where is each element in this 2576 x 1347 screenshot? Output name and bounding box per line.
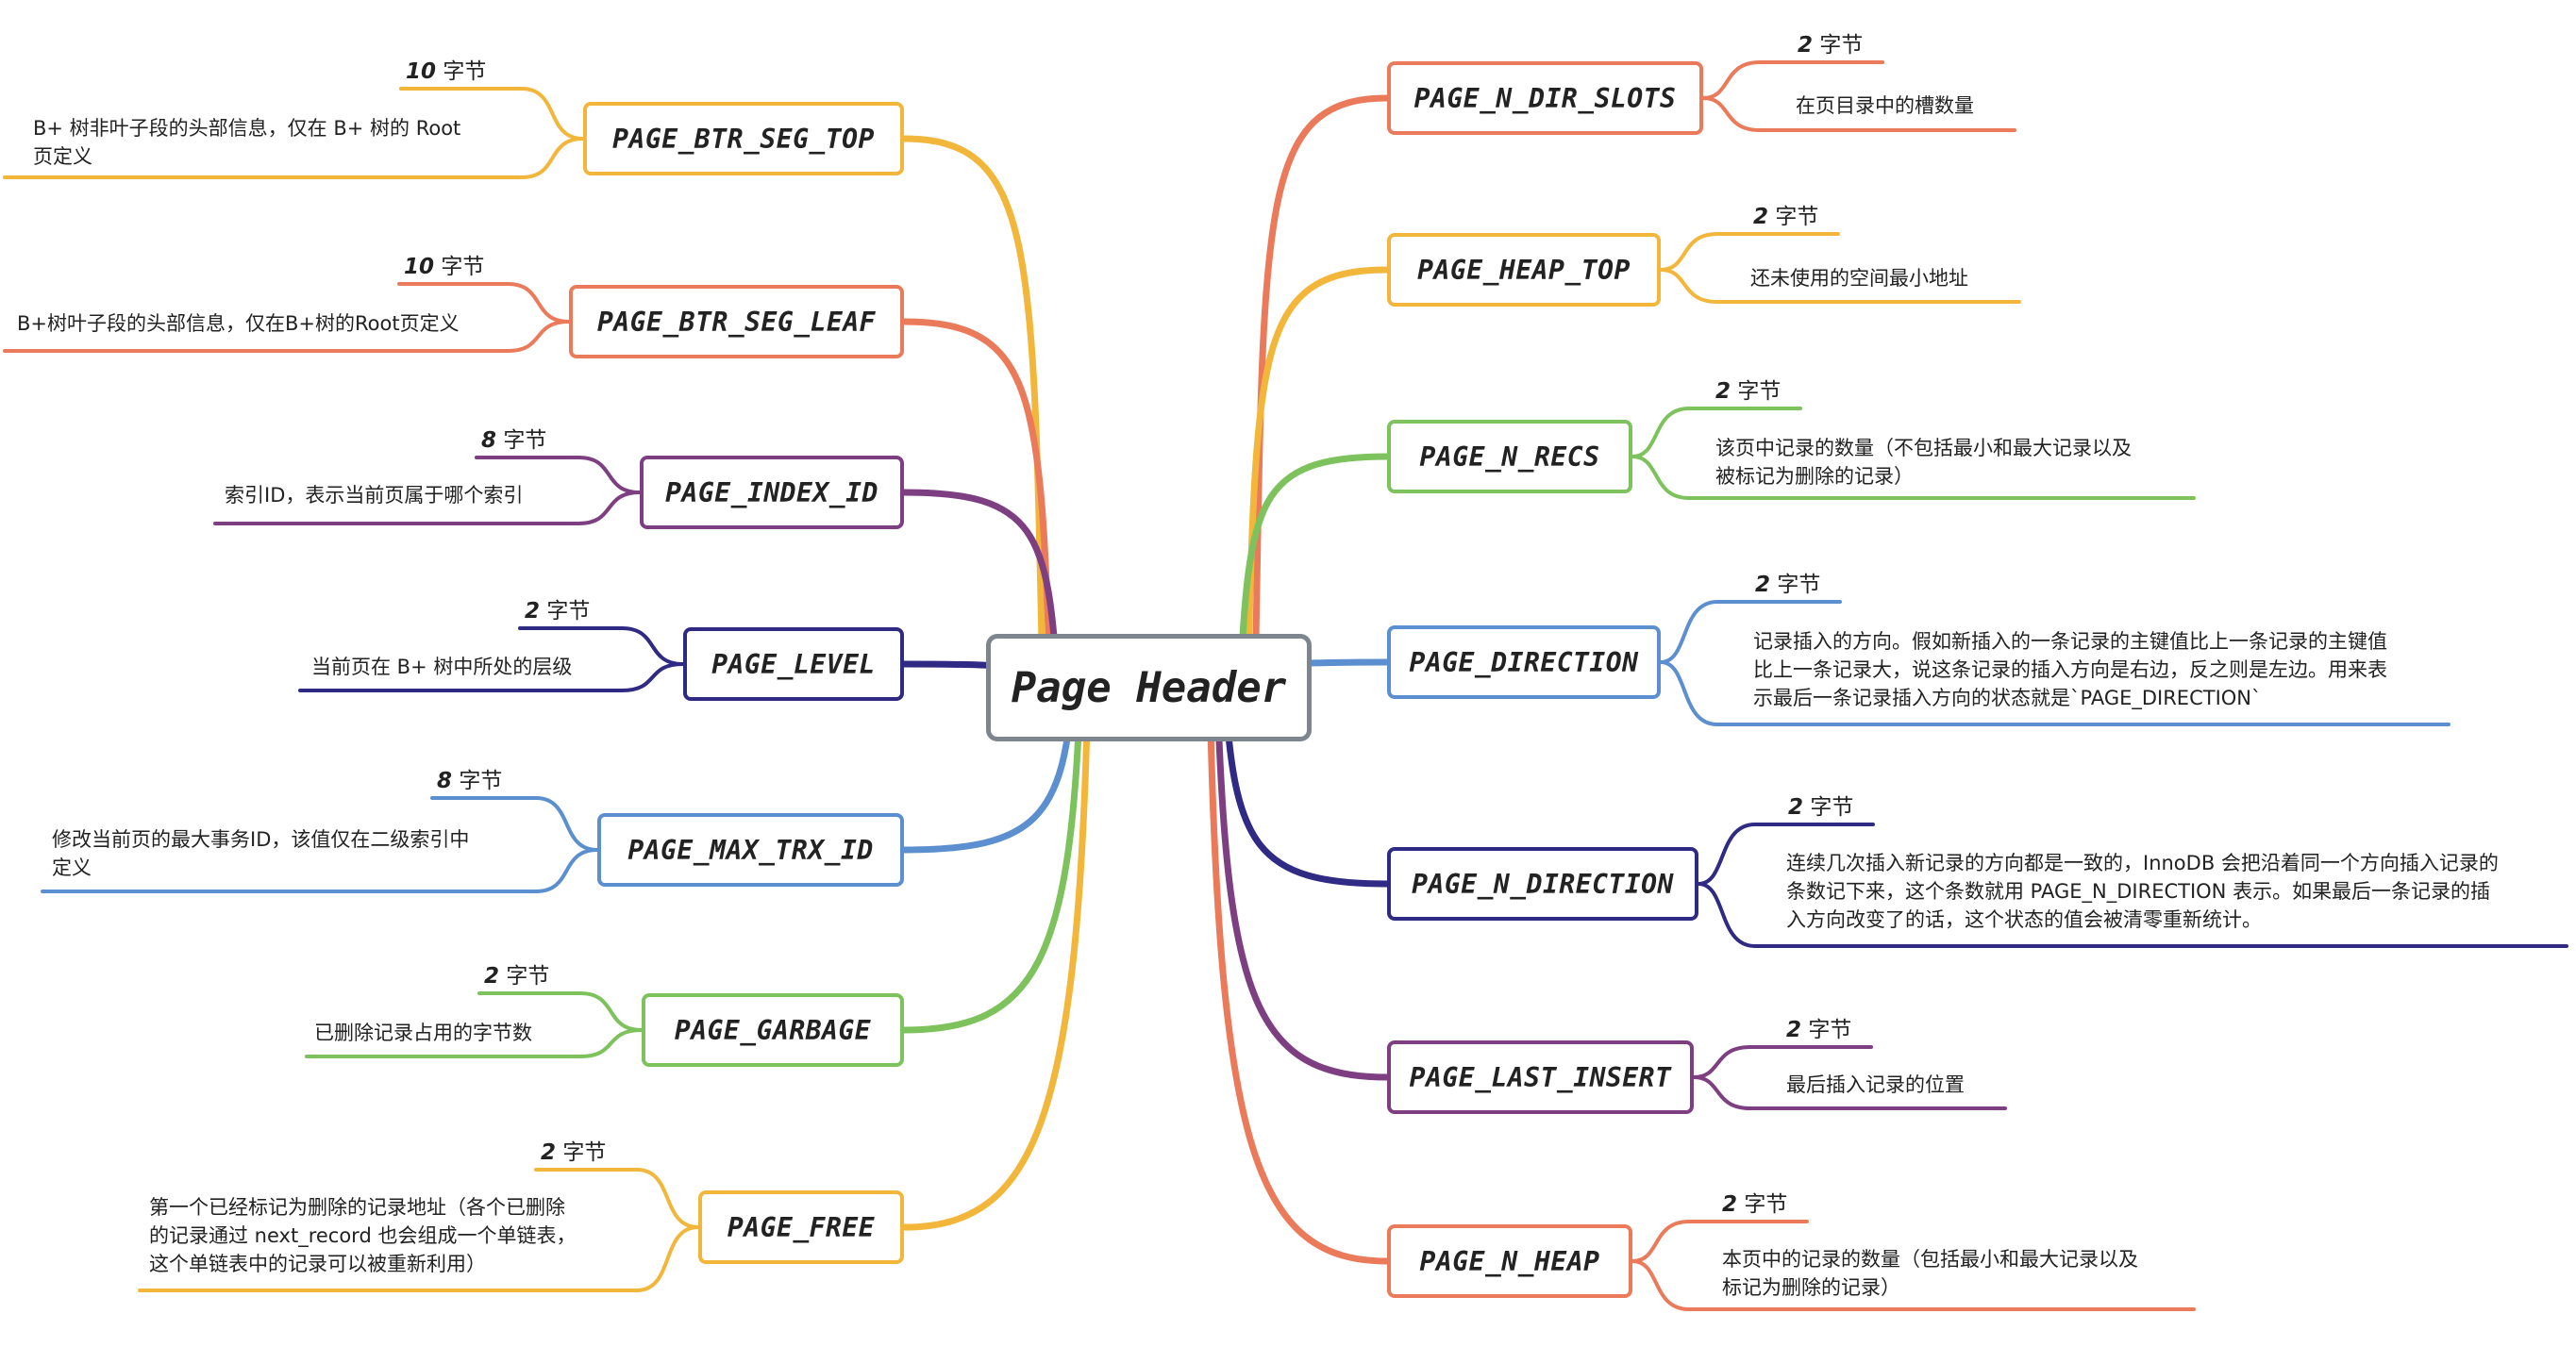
connector-desc <box>1659 268 2021 304</box>
desc-page-n-dir-slots: 在页目录中的槽数量 <box>1796 94 1974 117</box>
desc-page-last-insert: 最后插入记录的位置 <box>1786 1073 1965 1096</box>
desc-page-garbage: 已删除记录占用的字节数 <box>314 1022 532 1044</box>
node-page-index-id[interactable]: PAGE_INDEX_ID <box>640 456 904 529</box>
connector-center-right <box>1213 684 1391 1081</box>
connector-desc <box>3 137 585 179</box>
node-label: PAGE_MAX_TRX_ID <box>627 834 874 866</box>
bytes-page-n-heap: 2 字节 <box>1722 1192 1788 1217</box>
desc-page-max-trx-id: 修改当前页的最大事务ID，该值仅在二级索引中定义 <box>52 828 470 879</box>
bytes-page-last-insert: 2 字节 <box>1786 1018 1852 1042</box>
node-label: PAGE_HEAP_TOP <box>1417 254 1631 286</box>
node-label: PAGE_INDEX_ID <box>665 476 878 508</box>
connector-center-right <box>1206 684 1391 1265</box>
connector-center-right <box>1236 453 1391 691</box>
node-page-n-direction[interactable]: PAGE_N_DIRECTION <box>1387 847 1698 921</box>
connector-center-left <box>900 135 1046 691</box>
connector-center-right <box>1221 684 1391 888</box>
connector-desc <box>213 491 642 525</box>
node-page-garbage[interactable]: PAGE_GARBAGE <box>642 993 904 1067</box>
connector-desc <box>298 662 685 692</box>
bytes-page-btr-seg-top: 10 字节 <box>406 59 487 84</box>
connector-bytes <box>1701 60 1884 100</box>
connector-desc <box>3 320 571 353</box>
connector-center-right <box>1251 94 1391 691</box>
node-label: PAGE_LEVEL <box>711 648 876 680</box>
node-page-max-trx-id[interactable]: PAGE_MAX_TRX_ID <box>597 813 904 887</box>
node-page-last-insert[interactable]: PAGE_LAST_INSERT <box>1387 1040 1694 1114</box>
node-label: PAGE_N_DIRECTION <box>1412 868 1674 900</box>
bytes-page-index-id: 8 字节 <box>481 428 547 453</box>
connector-bytes <box>1697 823 1875 886</box>
connector-center-left <box>900 318 1054 691</box>
desc-page-index-id: 索引ID，表示当前页属于哪个索引 <box>225 484 524 507</box>
node-page-btr-seg-top[interactable]: PAGE_BTR_SEG_TOP <box>583 102 904 175</box>
node-label: PAGE_GARBAGE <box>674 1014 872 1046</box>
connector-bytes <box>534 1168 700 1229</box>
node-label: PAGE_DIRECTION <box>1409 646 1639 678</box>
connector-desc <box>138 1225 700 1292</box>
desc-page-n-direction: 连续几次插入新记录的方向都是一致的，InnoDB 会把沿着同一个方向插入记录的条… <box>1786 852 2499 931</box>
connector-center-right <box>1244 266 1391 691</box>
node-label: PAGE_N_RECS <box>1419 441 1600 473</box>
connector-bytes <box>397 282 571 324</box>
bytes-page-n-direction: 2 字节 <box>1788 795 1854 820</box>
node-page-n-heap[interactable]: PAGE_N_HEAP <box>1387 1224 1632 1298</box>
connector-desc <box>1631 1259 2196 1311</box>
connector-desc <box>1701 96 2016 132</box>
desc-page-n-heap: 本页中的记录的数量（包括最小和最大记录以及标记为删除的记录） <box>1722 1248 2138 1299</box>
node-page-btr-seg-leaf[interactable]: PAGE_BTR_SEG_LEAF <box>569 285 904 358</box>
bytes-page-direction: 2 字节 <box>1755 573 1821 597</box>
connector-desc <box>1659 660 2451 726</box>
connector-bytes <box>1659 600 1842 664</box>
connector-desc <box>41 848 599 893</box>
bytes-page-free: 2 字节 <box>541 1140 607 1165</box>
connector-bytes <box>1631 1220 1809 1263</box>
bytes-page-n-dir-slots: 2 字节 <box>1798 33 1864 58</box>
desc-page-n-recs: 该页中记录的数量（不包括最小和最大记录以及被标记为删除的记录） <box>1715 437 2132 488</box>
desc-page-direction: 记录插入的方向。假如新插入的一条记录的主键值比上一条记录的主键值比上一条记录大，… <box>1753 630 2387 709</box>
center-node-label: Page Header <box>1011 663 1287 712</box>
connector-center-left <box>900 684 1092 1231</box>
bytes-page-max-trx-id: 8 字节 <box>437 769 503 793</box>
node-page-direction[interactable]: PAGE_DIRECTION <box>1387 625 1661 699</box>
connector-bytes <box>477 991 644 1032</box>
desc-page-btr-seg-leaf: B+树叶子段的头部信息，仅在B+树的Root页定义 <box>17 312 460 335</box>
connector-center-left <box>900 489 1062 691</box>
connector-bytes <box>399 87 585 141</box>
bytes-page-level: 2 字节 <box>525 599 591 624</box>
connector-bytes <box>518 626 685 666</box>
node-page-n-recs[interactable]: PAGE_N_RECS <box>1387 420 1632 493</box>
node-label: PAGE_LAST_INSERT <box>1409 1061 1672 1093</box>
connector-desc <box>1692 1075 2007 1110</box>
connector-bytes <box>475 456 642 494</box>
node-label: PAGE_FREE <box>727 1211 876 1243</box>
node-page-n-dir-slots[interactable]: PAGE_N_DIR_SLOTS <box>1387 61 1703 135</box>
connector-desc <box>1631 455 2196 500</box>
connector-bytes <box>1631 407 1802 458</box>
connector-bytes <box>430 796 599 852</box>
node-page-level[interactable]: PAGE_LEVEL <box>683 627 904 701</box>
connector-desc <box>1697 882 2568 948</box>
bytes-page-btr-seg-leaf: 10 字节 <box>404 255 485 279</box>
node-label: PAGE_BTR_SEG_TOP <box>612 123 875 155</box>
node-page-free[interactable]: PAGE_FREE <box>698 1190 904 1264</box>
bytes-page-heap-top: 2 字节 <box>1753 205 1819 229</box>
node-label: PAGE_BTR_SEG_LEAF <box>596 306 877 338</box>
desc-page-free: 第一个已经标记为删除的记录地址（各个已删除的记录通过 next_record 也… <box>149 1196 577 1275</box>
node-label: PAGE_N_HEAP <box>1419 1245 1600 1277</box>
connector-bytes <box>1659 232 1840 272</box>
desc-page-heap-top: 还未使用的空间最小地址 <box>1750 267 1968 290</box>
connector-desc <box>305 1028 644 1058</box>
connector-center-left <box>900 684 1084 1034</box>
desc-page-level: 当前页在 B+ 树中所处的层级 <box>311 656 573 678</box>
bytes-page-n-recs: 2 字节 <box>1715 379 1781 404</box>
node-label: PAGE_N_DIR_SLOTS <box>1413 82 1677 114</box>
node-page-heap-top[interactable]: PAGE_HEAP_TOP <box>1387 233 1661 307</box>
center-node-page-header[interactable]: Page Header <box>986 634 1312 741</box>
bytes-page-garbage: 2 字节 <box>484 964 550 989</box>
connector-bytes <box>1692 1045 1873 1079</box>
